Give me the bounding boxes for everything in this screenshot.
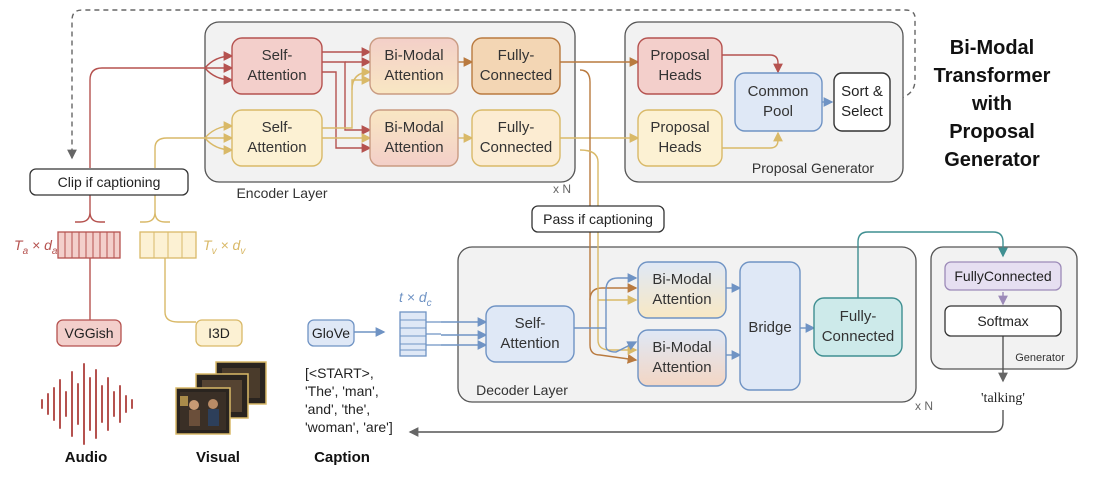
decoder-repeat-label: x N: [915, 399, 933, 413]
decoder-layer-label: Decoder Layer: [476, 382, 568, 398]
encoder-layer-label: Encoder Layer: [236, 185, 327, 201]
encoder-repeat-label: x N: [553, 182, 571, 196]
encoder-fully-connected-top: Fully- Connected: [471, 37, 561, 95]
svg-text:'The', 'man',: 'The', 'man',: [305, 383, 379, 399]
encoder-bimodal-attention-bottom: Bi-Modal Attention: [369, 109, 459, 167]
svg-text:Heads: Heads: [658, 67, 701, 84]
proposal-heads-bottom: Proposal Heads: [637, 109, 723, 167]
decoder-layer-panel: [457, 246, 917, 403]
audio-waveform-icon: [41, 363, 133, 445]
audio-feature-tensor: [57, 231, 121, 259]
pass-if-captioning-box: Pass if captioning: [531, 205, 665, 233]
caption-embedding-tensor: [399, 311, 427, 357]
decoder-bimodal-attention-bottom: Bi-Modal Attention: [637, 329, 727, 387]
feedback-dashed-loop: [67, 9, 916, 160]
clip-if-captioning-box: Clip if captioning: [29, 168, 189, 196]
svg-text:Connected: Connected: [822, 328, 895, 345]
svg-text:Attention: Attention: [652, 359, 711, 376]
generator-label: Generator: [1015, 352, 1065, 364]
visual-label: Visual: [196, 449, 240, 466]
decoder-bridge: Bridge: [739, 261, 801, 391]
glove-box: GloVe: [307, 319, 355, 347]
svg-text:Transformer: Transformer: [934, 65, 1051, 87]
svg-text:Pool: Pool: [763, 103, 793, 120]
svg-text:with: with: [971, 93, 1012, 115]
svg-text:Self-: Self-: [262, 47, 293, 64]
svg-text:Fully-: Fully-: [498, 47, 535, 64]
encoder-fully-connected-bottom: Fully- Connected: [471, 109, 561, 167]
svg-text:Softmax: Softmax: [977, 313, 1028, 329]
svg-text:GloVe: GloVe: [312, 325, 350, 341]
svg-text:'woman', 'are']: 'woman', 'are']: [305, 419, 393, 435]
svg-text:Bi-Modal: Bi-Modal: [950, 37, 1034, 59]
decoder-to-generator: [857, 231, 1008, 298]
svg-text:[<START>,: [<START>,: [305, 365, 374, 381]
caption-label: Caption: [314, 449, 370, 466]
audio-input-line: [89, 63, 234, 168]
encoder-to-decoder-brown: [579, 69, 638, 364]
output-to-caption-loop: [408, 410, 1004, 437]
svg-text:Fully-: Fully-: [840, 308, 877, 325]
visual-feature-tensor: [139, 231, 197, 259]
svg-text:Select: Select: [841, 103, 884, 120]
svg-text:Bridge: Bridge: [748, 319, 791, 336]
svg-text:Attention: Attention: [384, 139, 443, 156]
generator-softmax: Softmax: [944, 305, 1062, 337]
svg-text:'and', 'the',: 'and', 'the',: [305, 401, 370, 417]
svg-text:Self-: Self-: [515, 315, 546, 332]
svg-text:Bi-Modal: Bi-Modal: [652, 339, 711, 356]
encoder-audio-self-attention: Self- Attention: [231, 37, 323, 95]
svg-text:Attention: Attention: [247, 67, 306, 84]
svg-text:Generator: Generator: [944, 149, 1040, 171]
generator-fully-connected: FullyConnected: [944, 261, 1062, 291]
svg-text:I3D: I3D: [208, 325, 230, 341]
svg-text:VGGish: VGGish: [64, 325, 113, 341]
sort-select: Sort & Select: [833, 72, 891, 132]
i3d-box: I3D: [195, 319, 243, 347]
audio-dim-label: Ta × da: [14, 237, 58, 257]
proposal-generator-label: Proposal Generator: [752, 160, 875, 176]
svg-text:Attention: Attention: [500, 335, 559, 352]
output-word: 'talking': [981, 391, 1025, 406]
svg-text:Attention: Attention: [247, 139, 306, 156]
caption-tokens: [<START>, 'The', 'man', 'and', 'the', 'w…: [305, 365, 393, 435]
caption-dim-label: t × dc: [399, 289, 432, 309]
visual-input-line: [154, 133, 234, 168]
proposal-heads-top: Proposal Heads: [637, 37, 723, 95]
decoder-bimodal-attention-top: Bi-Modal Attention: [637, 261, 727, 319]
decoder-self-attention: Self- Attention: [485, 305, 575, 363]
svg-text:Bi-Modal: Bi-Modal: [652, 271, 711, 288]
common-pool: Common Pool: [734, 72, 823, 132]
svg-text:Bi-Modal: Bi-Modal: [384, 119, 443, 136]
visual-frames-icon: [175, 361, 267, 435]
svg-text:Attention: Attention: [652, 291, 711, 308]
svg-text:Fully-: Fully-: [498, 119, 535, 136]
encoder-to-decoder-yellow: [579, 149, 638, 355]
svg-text:Proposal: Proposal: [650, 47, 709, 64]
svg-text:Clip if captioning: Clip if captioning: [58, 174, 161, 190]
decoder-fully-connected: Fully- Connected: [813, 297, 903, 357]
svg-text:FullyConnected: FullyConnected: [954, 268, 1051, 284]
svg-text:Sort &: Sort &: [841, 83, 883, 100]
svg-text:Common: Common: [748, 83, 809, 100]
svg-text:Proposal: Proposal: [949, 121, 1035, 143]
audio-label: Audio: [65, 449, 108, 466]
vggish-box: VGGish: [56, 319, 122, 347]
svg-text:Connected: Connected: [480, 139, 553, 156]
svg-text:Proposal: Proposal: [650, 119, 709, 136]
svg-text:Attention: Attention: [384, 67, 443, 84]
svg-text:Heads: Heads: [658, 139, 701, 156]
svg-text:Pass if captioning: Pass if captioning: [543, 211, 653, 227]
encoder-visual-self-attention: Self- Attention: [231, 109, 323, 167]
svg-text:Self-: Self-: [262, 119, 293, 136]
svg-text:Bi-Modal: Bi-Modal: [384, 47, 443, 64]
svg-text:Connected: Connected: [480, 67, 553, 84]
visual-dim-label: Tv × dv: [203, 237, 246, 257]
diagram-title: Bi-Modal Transformer with Proposal Gener…: [934, 37, 1051, 171]
encoder-bimodal-attention-top: Bi-Modal Attention: [369, 37, 459, 95]
